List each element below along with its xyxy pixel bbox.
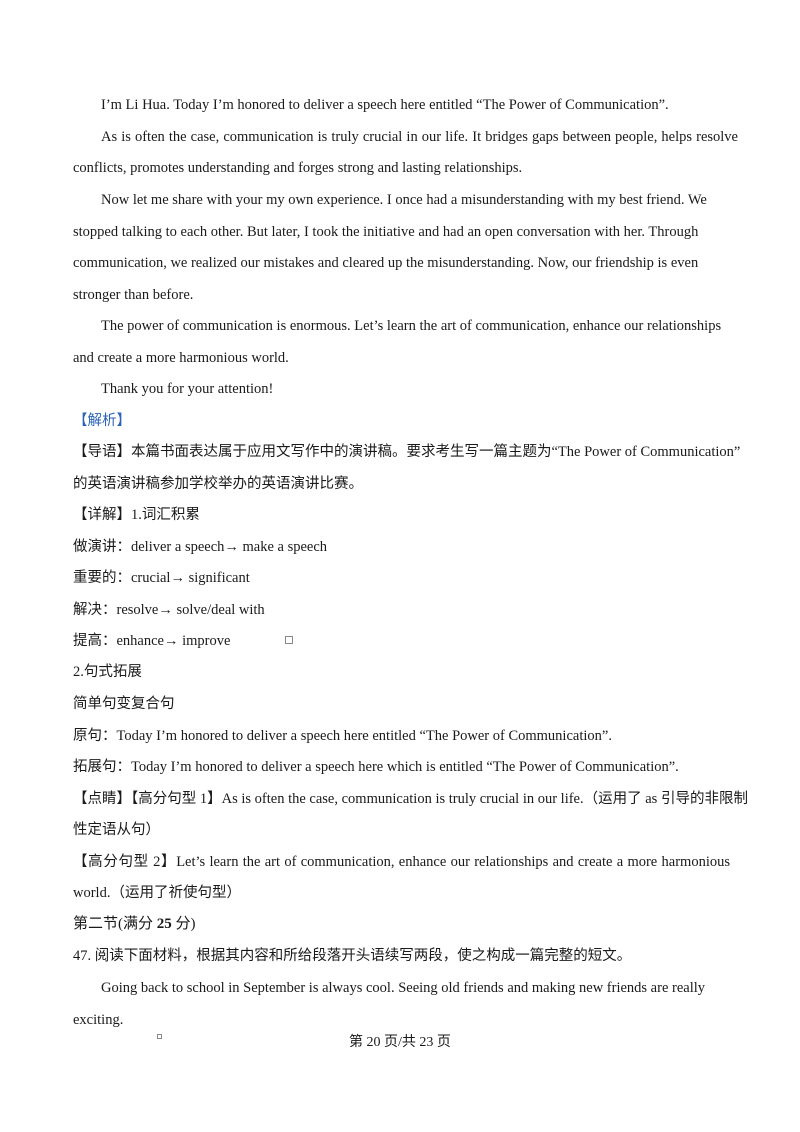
vocab-item: 重要的：crucial→ significant: [73, 570, 250, 586]
scan-artifact: [285, 636, 293, 644]
essay-paragraph-5: Thank you for your attention!: [101, 381, 274, 397]
scan-artifact: [157, 1034, 162, 1039]
analysis-heading: 【解析】: [73, 413, 131, 429]
tip-1-line-1: 【点睛】【高分句型 1】As is often the case, commun…: [73, 791, 748, 807]
tip-2-line-1: 【高分句型 2】Let’s learn the art of communica…: [73, 854, 730, 870]
tip-1-line-2: 性定语从句）: [73, 822, 160, 838]
page-footer: 第 20 页/共 23 页: [349, 1035, 451, 1050]
vocab-item: 解决：resolve→ solve/deal with: [73, 602, 265, 618]
material-line-1: Going back to school in September is alw…: [101, 980, 706, 996]
essay-paragraph-1: I’m Li Hua. Today I’m honored to deliver…: [101, 97, 669, 113]
guide-line-1: 【导语】本篇书面表达属于应用文写作中的演讲稿。要求考生写一篇主题为“The Po…: [73, 444, 741, 460]
guide-line-2: 的英语演讲稿参加学校举办的英语演讲比赛。: [73, 476, 363, 492]
essay-paragraph-2-line-2: conflicts, promotes understanding and fo…: [73, 160, 523, 176]
tip-2-line-2: world.（运用了祈使句型）: [73, 885, 241, 901]
essay-paragraph-3-line-1: Now let me share with your my own experi…: [101, 192, 707, 208]
original-sentence: 原句：Today I’m honored to deliver a speech…: [73, 728, 612, 744]
sentence-expansion-subheading: 简单句变复合句: [73, 696, 175, 712]
section-2-score: 25: [156, 916, 172, 932]
essay-paragraph-4-line-2: and create a more harmonious world.: [73, 350, 289, 366]
section-2-heading-prefix: 第二节(满分: [73, 916, 157, 932]
expanded-sentence: 拓展句：Today I’m honored to deliver a speec…: [73, 759, 679, 775]
essay-paragraph-3-line-2: stopped talking to each other. But later…: [73, 224, 699, 240]
essay-paragraph-3-line-3: communication, we realized our mistakes …: [73, 255, 699, 271]
material-line-2: exciting.: [73, 1012, 124, 1028]
essay-paragraph-3-line-4: stronger than before.: [73, 287, 194, 303]
vocab-item: 提高：enhance→ improve: [73, 633, 231, 649]
section-2-heading-suffix: 分): [171, 916, 196, 932]
essay-paragraph-4-line-1: The power of communication is enormous. …: [101, 318, 722, 334]
sentence-expansion-heading: 2.句式拓展: [73, 664, 142, 680]
question-47: 47. 阅读下面材料，根据其内容和所给段落开头语续写两段，使之构成一篇完整的短文…: [73, 948, 632, 964]
essay-paragraph-2-line-1: As is often the case, communication is t…: [101, 129, 738, 145]
section-2-heading: 第二节(满分 25 分): [73, 914, 738, 934]
detail-heading: 【详解】1.词汇积累: [73, 507, 200, 523]
vocab-item: 做演讲：deliver a speech→ make a speech: [73, 539, 328, 555]
